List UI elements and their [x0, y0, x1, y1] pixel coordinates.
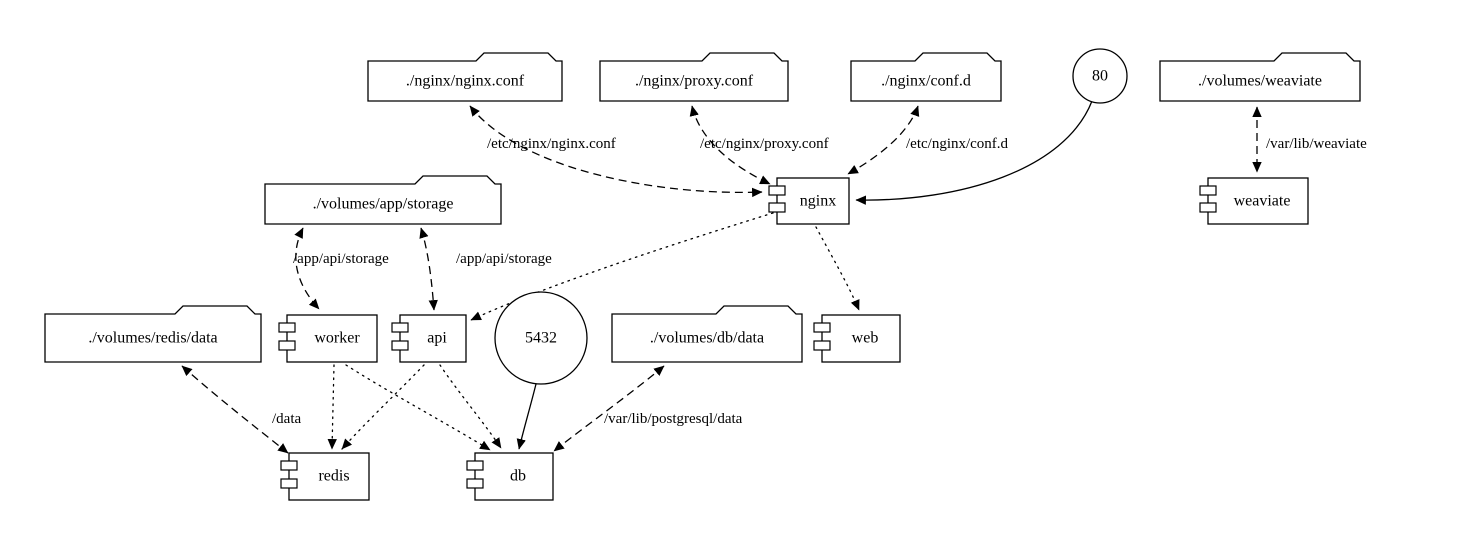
component-tab-icon — [391, 322, 409, 333]
node-proxy-conf-folder: ./nginx/proxy.conf — [599, 52, 789, 102]
node-label: weaviate — [1234, 193, 1291, 210]
component-box — [399, 314, 467, 363]
edge-label-nginx-conf-mount: /etc/nginx/nginx.conf — [487, 136, 616, 152]
component-tab-icon — [813, 322, 831, 333]
node-label: 80 — [1092, 68, 1108, 85]
node-label: 5432 — [525, 330, 557, 347]
node-label: ./volumes/app/storage — [313, 196, 454, 213]
node-worker-service: worker — [278, 314, 378, 363]
folder-shape — [599, 52, 789, 102]
node-vol-redis-data-folder: ./volumes/redis/data — [44, 305, 262, 363]
node-vol-weaviate-folder: ./volumes/weaviate — [1159, 52, 1361, 102]
port-circle — [1072, 48, 1128, 104]
component-box — [1207, 177, 1309, 225]
edge-labels: /etc/nginx/nginx.conf /etc/nginx/proxy.c… — [272, 136, 1367, 427]
node-api-service: api — [391, 314, 467, 363]
edge-worker-db — [345, 364, 491, 451]
component-tab-icon — [768, 202, 786, 213]
node-label: db — [510, 468, 526, 485]
component-tab-icon — [1199, 185, 1217, 196]
component-box — [821, 314, 901, 363]
folder-shape — [611, 305, 803, 363]
node-port-80: 80 — [1072, 48, 1128, 104]
folder-shape — [367, 52, 563, 102]
node-label: redis — [318, 468, 349, 485]
edge-port5432-db — [516, 383, 537, 450]
node-label: nginx — [800, 193, 836, 210]
edge-appstorage-worker — [294, 227, 320, 310]
node-nginx-conf-folder: ./nginx/nginx.conf — [367, 52, 563, 102]
component-tab-icon — [466, 460, 484, 471]
node-web-service: web — [813, 314, 901, 363]
node-port-5432: 5432 — [494, 291, 588, 385]
component-tab-icon — [1199, 202, 1217, 213]
edge-label-api-storage: /app/api/storage — [456, 251, 552, 267]
node-label: ./nginx/conf.d — [881, 73, 971, 90]
node-label: worker — [314, 330, 360, 347]
edge-dbdata-db — [553, 365, 665, 452]
edge-label-proxy-conf-mount: /etc/nginx/proxy.conf — [700, 136, 829, 152]
edge-appstorage-api — [419, 227, 438, 311]
edge-label-weaviate-mount: /var/lib/weaviate — [1266, 136, 1367, 152]
component-box — [776, 177, 850, 225]
node-redis-service: redis — [280, 452, 370, 501]
edge-label-redis-mount: /data — [272, 411, 301, 427]
component-box — [288, 452, 370, 501]
folder-shape — [44, 305, 262, 363]
node-label: ./nginx/proxy.conf — [635, 73, 754, 90]
component-tab-icon — [280, 460, 298, 471]
edge-label-conf-d-mount: /etc/nginx/conf.d — [906, 136, 1009, 152]
edge-redisdata-redis — [181, 365, 289, 454]
node-label: api — [427, 330, 447, 347]
folder-shape — [264, 175, 502, 225]
edge-port80-nginx — [855, 100, 1093, 205]
component-tab-icon — [278, 340, 296, 351]
port-circle — [494, 291, 588, 385]
edges — [181, 100, 1262, 454]
edge-api-redis — [341, 364, 425, 450]
component-tab-icon — [813, 340, 831, 351]
node-label: ./nginx/nginx.conf — [406, 73, 525, 90]
node-label: ./volumes/db/data — [650, 330, 764, 347]
node-label: ./volumes/redis/data — [88, 330, 217, 347]
node-conf-d-folder: ./nginx/conf.d — [850, 52, 1002, 102]
node-vol-db-data-folder: ./volumes/db/data — [611, 305, 803, 363]
node-label: ./volumes/weaviate — [1198, 73, 1322, 90]
edge-nginx-api — [470, 212, 774, 321]
edge-api-db — [439, 364, 502, 449]
component-tab-icon — [466, 478, 484, 489]
component-tab-icon — [768, 185, 786, 196]
component-box — [286, 314, 378, 363]
edge-label-db-mount: /var/lib/postgresql/data — [604, 411, 743, 427]
component-box — [474, 452, 554, 501]
component-tab-icon — [280, 478, 298, 489]
component-tab-icon — [391, 340, 409, 351]
edge-nginx-proxyconf — [689, 105, 771, 185]
folder-shape — [850, 52, 1002, 102]
node-vol-app-storage-folder: ./volumes/app/storage — [264, 175, 502, 225]
edge-nginx-web — [815, 226, 860, 311]
edge-nginx-nginxconf — [469, 105, 763, 198]
node-weaviate-service: weaviate — [1199, 177, 1309, 225]
edge-label-worker-storage: /app/api/storage — [293, 251, 389, 267]
edge-worker-redis — [327, 364, 337, 450]
node-db-service: db — [466, 452, 554, 501]
node-label: web — [852, 330, 879, 347]
component-tab-icon — [278, 322, 296, 333]
node-nginx-service: nginx — [768, 177, 850, 225]
folder-shape — [1159, 52, 1361, 102]
